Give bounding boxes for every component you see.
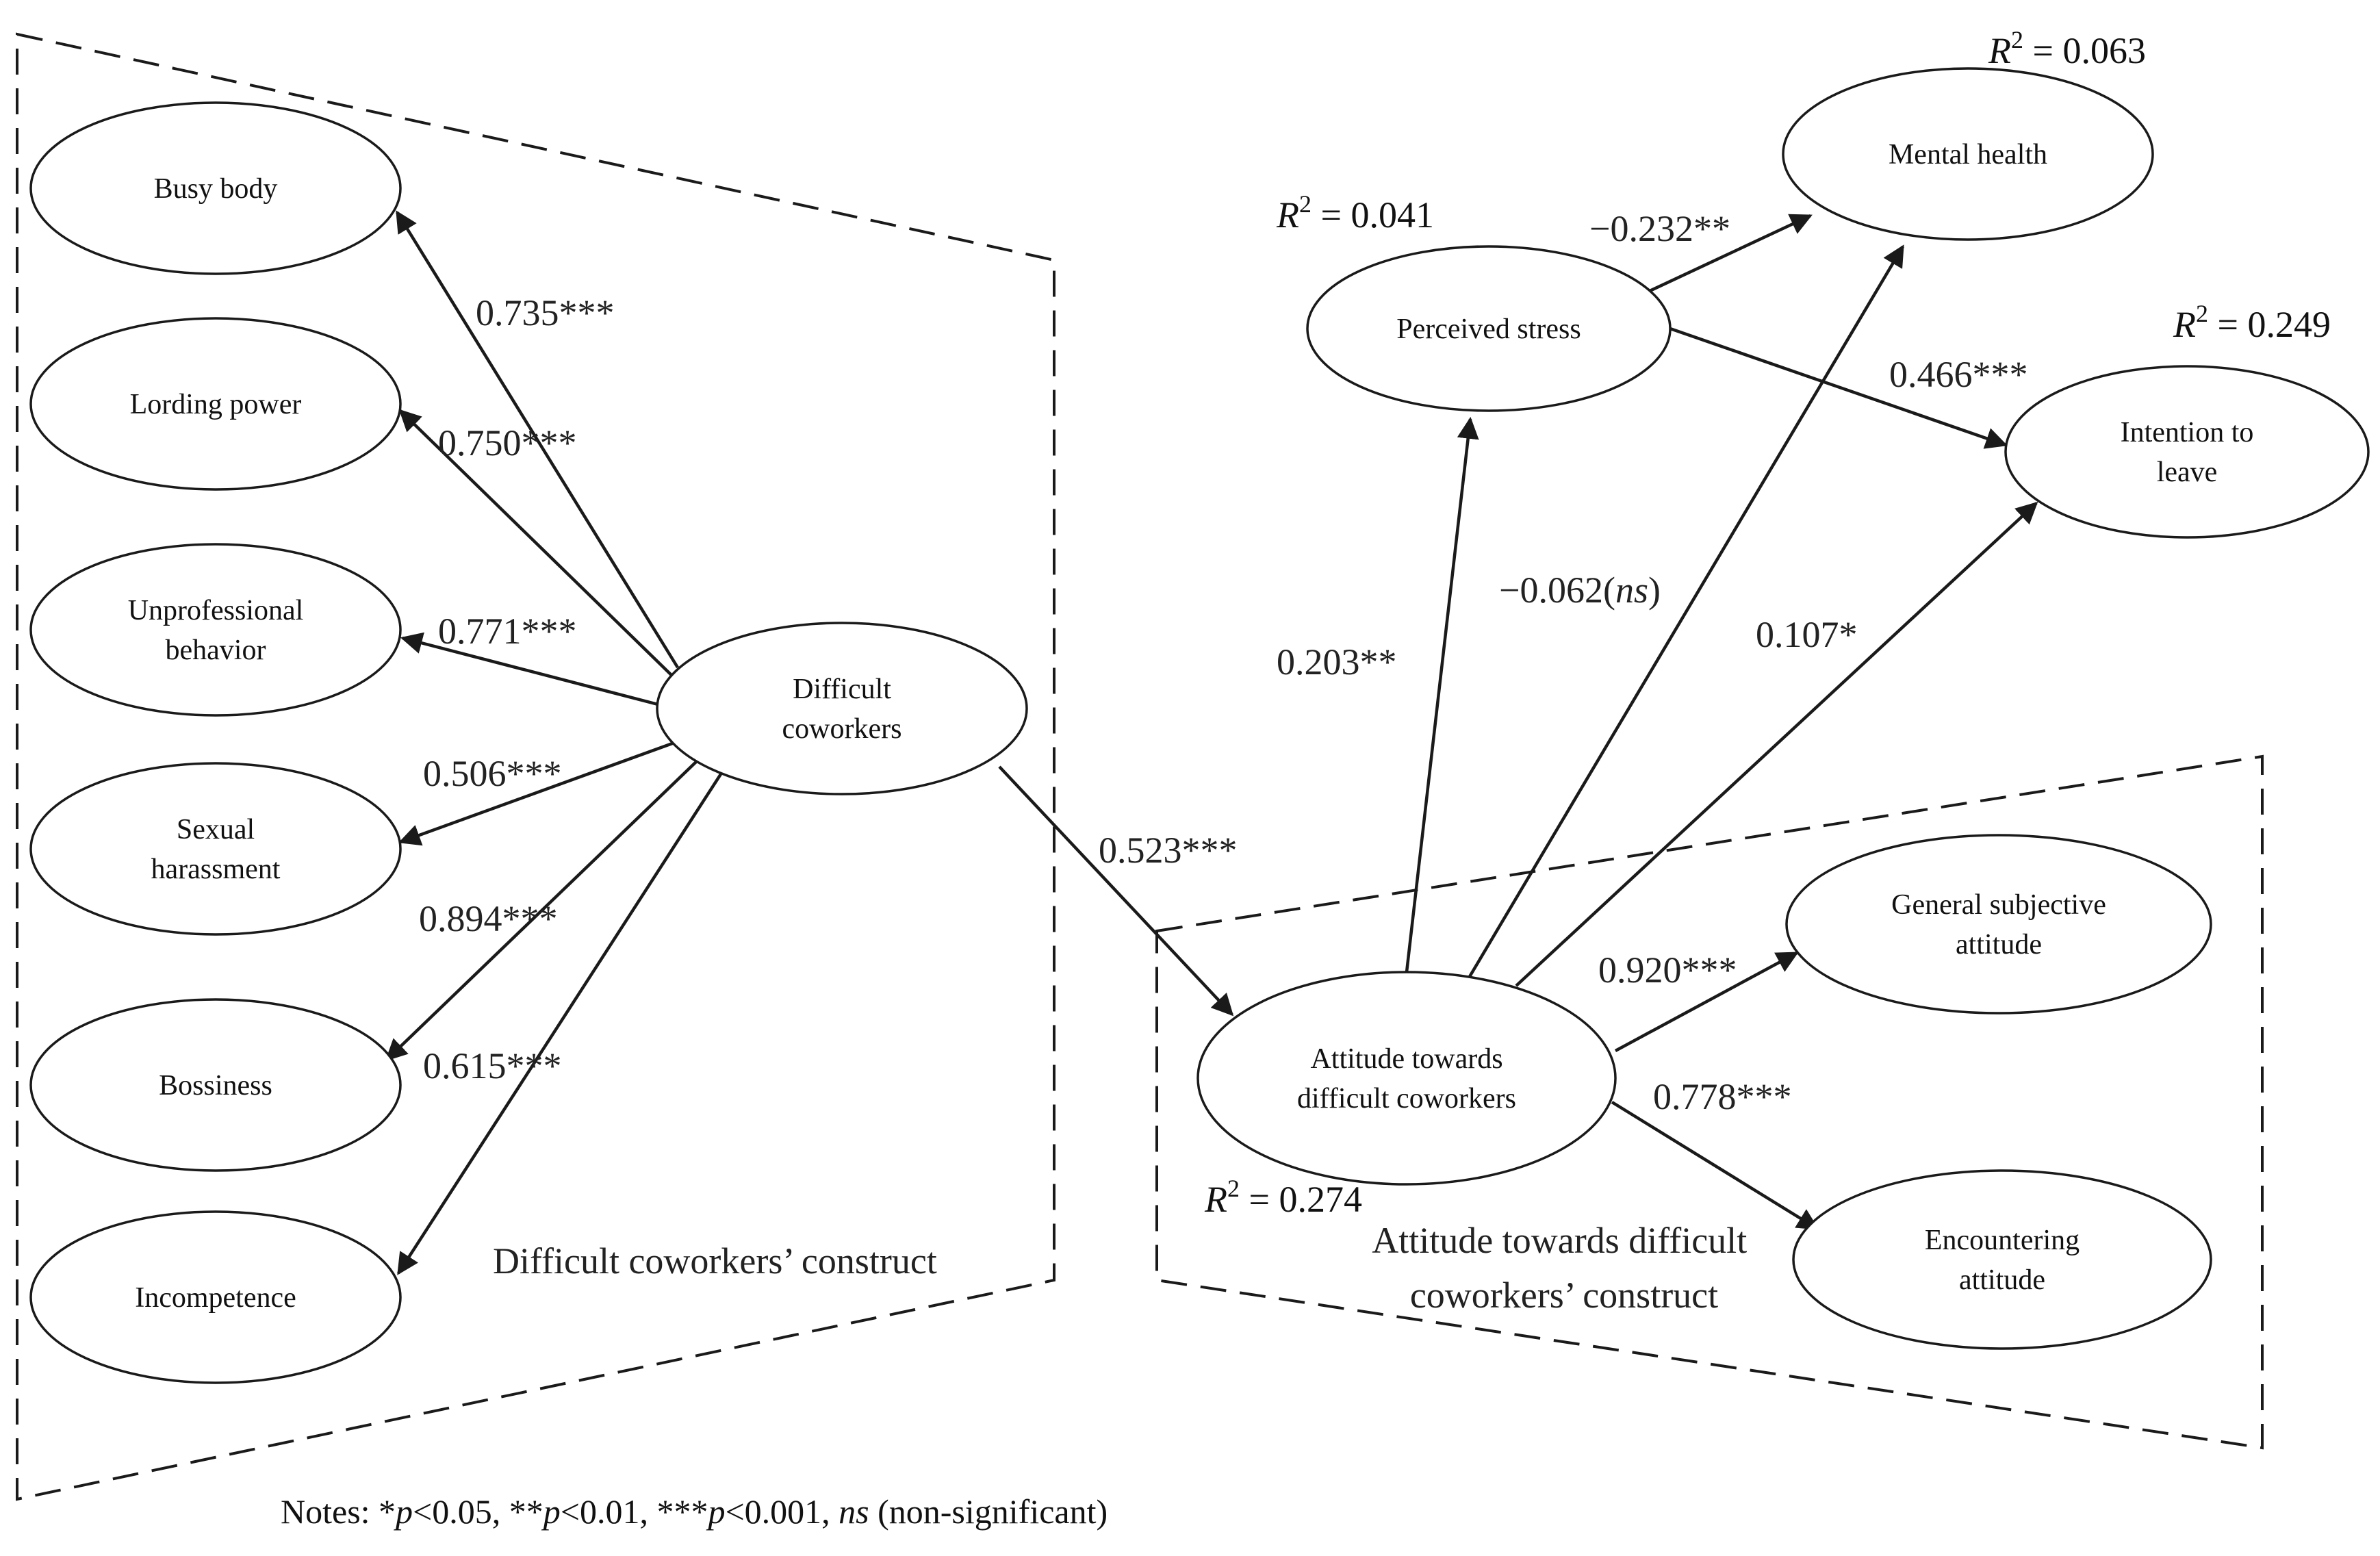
node-bossiness: Bossiness <box>29 998 402 1172</box>
path-arrow-stress-to-mental <box>1649 214 1813 293</box>
node-ellipse-incompetence <box>29 1210 402 1384</box>
path-arrow-attitude-to-mental <box>1467 244 1904 980</box>
node-label-attitude: Attitude towards <box>1310 1043 1502 1075</box>
path-arrow-sexual-harassment <box>398 741 675 846</box>
path-coefficient-attitude-to-intention: 0.107* <box>1756 614 1858 655</box>
r-squared-intention-to-leave: R2 = 0.249 <box>2173 300 2331 345</box>
node-label-busy-body: Busy body <box>154 173 278 205</box>
node-ellipse-unprofessional-behavior <box>29 543 402 717</box>
node-ellipse-busy-body <box>29 101 402 275</box>
path-arrow-stress-to-intention <box>1669 327 2008 449</box>
node-ellipse-intention-to-leave <box>2004 365 2370 539</box>
node-label-intention-to-leave: Intention to <box>2121 417 2254 448</box>
node-ellipse-mental-health <box>1782 67 2154 241</box>
coefficients-layer: 0.735*** 0.750*** 0.771*** 0.506*** 0.894***… <box>419 208 2028 1117</box>
node-label-difficult-coworkers: coworkers <box>782 713 902 745</box>
node-label-bossiness: Bossiness <box>159 1070 272 1101</box>
node-label-unprofessional-behavior: behavior <box>166 635 266 666</box>
path-arrow-attitude-to-intention <box>1515 501 2038 987</box>
r-squared-layer: R2 = 0.063 R2 = 0.041 R2 = 0.249 R2 = 0.… <box>1204 26 2331 1220</box>
r-squared-attitude: R2 = 0.274 <box>1204 1175 1362 1220</box>
path-coefficient-stress-to-intention: 0.466*** <box>1889 354 2028 395</box>
path-coefficient-incompetence: 0.615*** <box>423 1045 562 1086</box>
path-arrow-lording-power <box>398 409 679 683</box>
path-coefficient-busy-body: 0.735*** <box>476 292 615 333</box>
node-unprofessional-behavior: Unprofessional behavior <box>29 543 402 717</box>
node-ellipse-lording-power <box>29 317 402 491</box>
path-coefficient-sexual-harassment: 0.506*** <box>423 753 562 794</box>
node-label-lording-power: Lording power <box>130 389 302 420</box>
node-label-mental-health: Mental health <box>1889 139 2047 170</box>
node-label-incompetence: Incompetence <box>135 1282 296 1314</box>
node-ellipse-general-subjective-attitude <box>1785 834 2212 1015</box>
attitude-construct-label: Attitude towards difficult coworkers’ co… <box>1372 1220 1756 1316</box>
node-label-general-subjective-attitude: General subjective <box>1891 889 2106 921</box>
node-label-unprofessional-behavior: Unprofessional <box>128 595 304 626</box>
node-general-subjective-attitude: General subjective attitude <box>1785 834 2212 1015</box>
node-label-sexual-harassment: Sexual <box>177 814 255 845</box>
path-coefficient-coworkers-to-attitude: 0.523*** <box>1099 830 1238 871</box>
node-lording-power: Lording power <box>29 317 402 491</box>
path-arrow-bossiness <box>385 758 700 1062</box>
path-arrow-incompetence <box>397 765 727 1275</box>
path-arrow-attitude-to-encountering <box>1611 1101 1819 1230</box>
node-perceived-stress: Perceived stress <box>1306 245 1672 412</box>
node-busy-body: Busy body <box>29 101 402 275</box>
path-arrow-busy-body <box>396 210 679 669</box>
node-ellipse-sexual-harassment <box>29 762 402 936</box>
node-incompetence: Incompetence <box>29 1210 402 1384</box>
node-ellipse-encountering-attitude <box>1792 1169 2212 1350</box>
node-encountering-attitude: Encountering attitude <box>1792 1169 2212 1350</box>
node-ellipse-difficult-coworkers <box>656 622 1028 795</box>
path-arrow-attitude-to-general <box>1614 952 1799 1052</box>
path-coefficient-stress-to-mental: −0.232** <box>1589 208 1730 249</box>
path-arrow-coworkers-to-attitude <box>998 765 1234 1017</box>
node-ellipse-attitude <box>1197 971 1617 1186</box>
node-ellipse-perceived-stress <box>1306 245 1672 412</box>
r-squared-mental-health: R2 = 0.063 <box>1988 26 2146 71</box>
difficult-coworkers-construct-label: Difficult coworkers’ construct <box>493 1240 937 1281</box>
path-coefficient-bossiness: 0.894*** <box>419 898 558 939</box>
path-coefficient-attitude-to-encountering: 0.778*** <box>1653 1076 1792 1117</box>
node-intention-to-leave: Intention to leave <box>2004 365 2370 539</box>
significance-notes: Notes: *p<0.05, **p<0.01, ***p<0.001, ns… <box>281 1492 1108 1531</box>
attitude-construct-boundary <box>1155 754 2264 1450</box>
difficult-coworkers-construct-boundary <box>16 32 1055 1501</box>
path-coefficient-attitude-to-mental: −0.062(ns) <box>1499 570 1661 611</box>
path-coefficient-unprofessional: 0.771*** <box>438 611 577 652</box>
node-label-encountering-attitude: attitude <box>1959 1264 2045 1296</box>
node-label-perceived-stress: Perceived stress <box>1396 314 1581 345</box>
path-arrow-attitude-to-stress <box>1405 416 1479 973</box>
node-label-difficult-coworkers: Difficult <box>793 674 891 705</box>
node-label-attitude: difficult coworkers <box>1297 1083 1516 1114</box>
r-squared-perceived-stress: R2 = 0.041 <box>1276 190 1434 235</box>
path-coefficient-lording-power: 0.750*** <box>438 422 577 463</box>
path-coefficient-attitude-to-stress: 0.203** <box>1277 641 1397 683</box>
node-label-encountering-attitude: Encountering <box>1925 1225 2080 1256</box>
node-label-intention-to-leave: leave <box>2157 457 2218 488</box>
node-mental-health: Mental health <box>1782 67 2154 241</box>
path-coefficient-attitude-to-general: 0.920*** <box>1598 949 1737 991</box>
node-label-general-subjective-attitude: attitude <box>1956 929 2042 960</box>
node-ellipse-bossiness <box>29 998 402 1172</box>
path-arrow-unprofessional <box>400 632 661 707</box>
node-attitude: Attitude towards difficult coworkers <box>1197 971 1617 1186</box>
paths-layer <box>385 210 2038 1275</box>
node-difficult-coworkers: Difficult coworkers <box>656 622 1028 795</box>
node-label-sexual-harassment: harassment <box>151 854 281 885</box>
node-sexual-harassment: Sexual harassment <box>29 762 402 936</box>
